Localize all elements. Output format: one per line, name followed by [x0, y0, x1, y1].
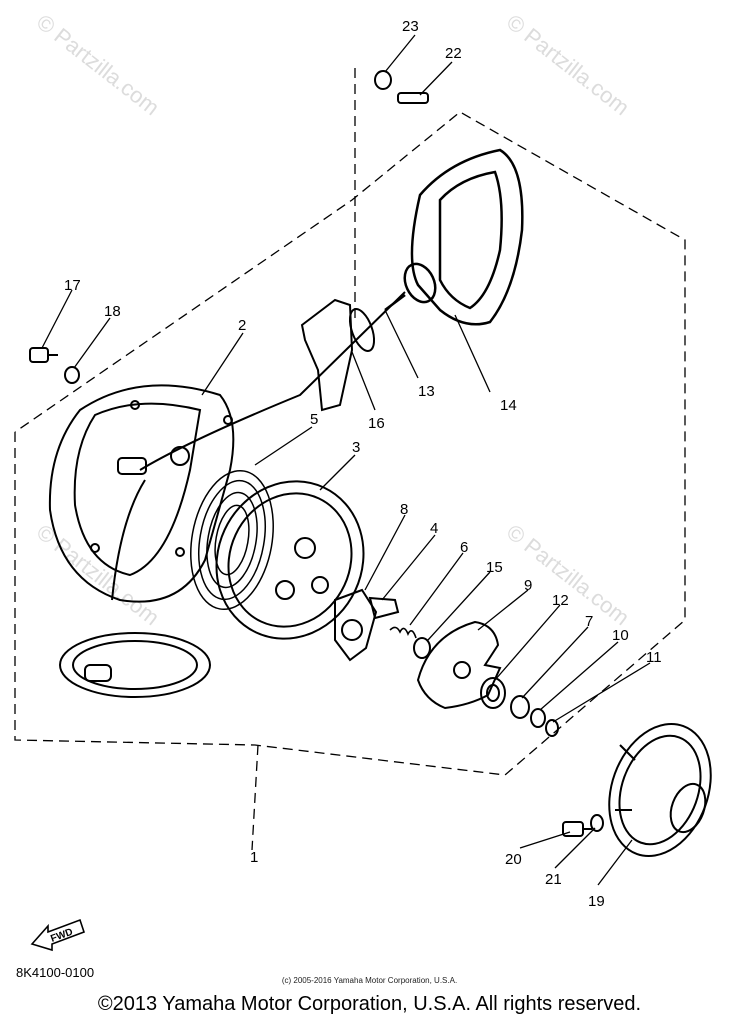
callout-4: 4 [430, 520, 438, 537]
callout-3: 3 [352, 439, 360, 456]
case-bolt [29, 347, 80, 384]
callout-21: 21 [545, 871, 562, 888]
pawl-spring [389, 626, 417, 639]
rope-handle [384, 148, 524, 326]
callout-11: 11 [646, 649, 662, 666]
callout-20: 20 [505, 851, 522, 868]
washers-stack [480, 677, 559, 737]
callout-5: 5 [310, 411, 318, 428]
watermark-mid-left: © Partzilla.com [32, 519, 164, 630]
fwd-arrow: FWD [30, 918, 86, 952]
rope-guide-bracket [300, 298, 376, 412]
starter-pulley-cover [608, 723, 712, 857]
callout-19: 19 [588, 893, 605, 910]
assembly-outline [14, 68, 686, 851]
watermark-mid-right: © Partzilla.com [502, 519, 634, 630]
friction-plate [416, 620, 502, 710]
callout-23: 23 [402, 18, 419, 35]
callout-14: 14 [500, 397, 517, 414]
starter-case [48, 384, 235, 603]
callout-9: 9 [524, 577, 532, 594]
callout-2: 2 [238, 317, 246, 334]
watermark-top-right: © Partzilla.com [502, 9, 634, 120]
callout-12: 12 [552, 592, 569, 609]
diagram-code: 8K4100-0100 [16, 965, 95, 980]
recoil-spring [190, 469, 274, 611]
washer-15 [413, 637, 431, 659]
callout-7: 7 [585, 613, 593, 630]
small-copyright: (c) 2005-2016 Yamaha Motor Corporation, … [281, 976, 458, 985]
watermark-top-left: © Partzilla.com [32, 9, 164, 120]
callout-22: 22 [445, 45, 462, 62]
callout-8: 8 [400, 501, 408, 518]
cover-bolt [562, 814, 604, 837]
copyright-notice: ©2013 Yamaha Motor Corporation, U.S.A. A… [97, 993, 642, 1015]
ratchet-pawl [334, 588, 400, 662]
callout-labels: 1 2 3 4 5 6 7 8 9 10 11 12 13 14 15 16 1… [64, 18, 662, 910]
callout-16: 16 [368, 415, 385, 432]
callout-10: 10 [612, 627, 629, 644]
callout-18: 18 [104, 303, 121, 320]
callout-6: 6 [460, 539, 468, 556]
callout-15: 15 [486, 559, 503, 576]
starter-rope [111, 291, 406, 601]
callout-1: 1 [250, 849, 258, 866]
rope-reel [215, 480, 365, 640]
leader-lines [41, 34, 651, 886]
callout-17: 17 [64, 277, 81, 294]
callout-13: 13 [418, 383, 435, 400]
bracket-bolt [374, 70, 429, 104]
cable-coil [59, 632, 211, 698]
